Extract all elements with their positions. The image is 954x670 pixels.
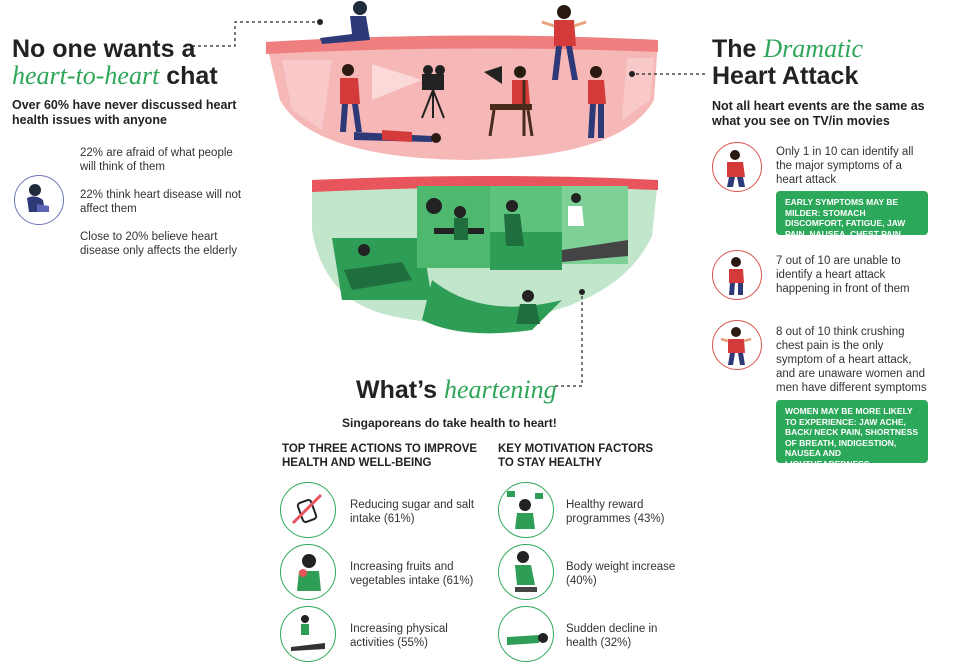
right-title-accent: Dramatic [763,34,864,63]
bottom-subtitle: Singaporeans do take health to heart! [342,416,557,430]
action-1: Reducing sugar and salt intake (61%) [350,499,475,525]
treadmill-runner-figure [562,193,628,262]
action-2: Increasing fruits and vegetables intake … [350,561,474,587]
right-subtitle: Not all heart events are the same as wha… [712,99,925,128]
no-salt-icon [280,482,336,538]
motivation-heading: KEY MOTIVATION FACTORS TO STAY HEALTHY [498,443,654,469]
motivation-1: Healthy reward programmes (43%) [566,499,665,525]
right-title-plain: The [712,35,764,63]
standing-woman-figure [588,66,606,138]
right-stat-3: 8 out of 10 think crushing chest pain is… [776,326,927,394]
lying-person-figure [354,130,441,143]
eating-person-figure [426,198,484,240]
women-symptoms-box: WOMEN MAY BE MORE LIKELY TO EXPERIENCE: … [776,400,928,469]
right-title-line1: The Dramatic [712,34,863,64]
reward-celebration-icon [498,482,554,538]
woman-figure-icon [712,250,762,300]
bottom-title-plain: What’s [356,376,444,404]
shrugging-person-icon [712,320,762,370]
sad-person-icon [14,175,64,225]
left-title-rest: chat [159,62,218,90]
celebrating-person-figure [516,290,540,324]
lying-person-icon [498,606,554,662]
right-stat-2: 7 out of 10 are unable to identify a hea… [776,255,910,295]
central-illustration [266,1,658,334]
movie-camera-figure [372,64,445,119]
actions-heading: TOP THREE ACTIONS TO IMPROVE HEALTH AND … [282,443,478,469]
left-stat-1: 22% are afraid of what people will think… [80,147,233,173]
early-symptoms-box: EARLY SYMPTOMS MAY BE MILDER: STOMACH DI… [776,191,928,239]
body-weight-icon [498,544,554,600]
clutching-chest-person-figure [340,64,362,132]
weight-check-person-figure [504,200,524,246]
shrugging-person-figure [541,5,587,80]
bottom-title-accent: heartening [443,375,557,404]
chest-pain-icon [712,142,762,192]
action-3: Increasing physical activities (55%) [350,623,448,649]
right-title-line2: Heart Attack [712,62,859,90]
left-title-line2: heart-to-heart chat [12,61,218,91]
motivation-2: Body weight increase (40%) [566,561,676,587]
left-title: No one wants a [12,34,195,64]
left-subtitle: Over 60% have never discussed heart heal… [12,98,237,127]
left-title-accent: heart-to-heart [12,61,160,90]
right-connector [629,71,708,77]
bottom-connector [552,289,585,387]
sitting-sad-person-figure [320,1,370,44]
bottom-title: What’s heartening [356,375,557,405]
treadmill-icon [280,606,336,662]
relaxing-person-figure [344,244,412,290]
left-stat-2: 22% think heart disease will not affect … [80,189,242,215]
left-stat-3: Close to 20% believe heart disease only … [80,231,238,257]
fruit-eating-icon [280,544,336,600]
director-figure [484,66,534,137]
motivation-3: Sudden decline in health (32%) [566,623,658,649]
left-connector [192,19,323,47]
left-title-line1: No one wants a [12,35,196,63]
right-stat-1: Only 1 in 10 can identify all the major … [776,146,914,186]
